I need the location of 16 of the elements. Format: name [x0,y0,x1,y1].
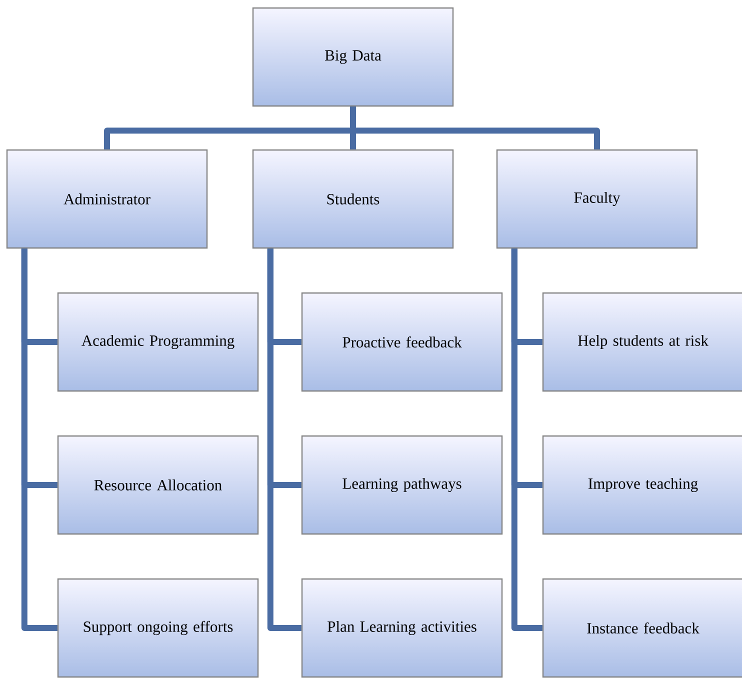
box: Plan Learning activities [301,578,503,678]
box: Faculty [496,149,698,249]
connector-line [21,248,58,631]
connector-line [267,248,302,631]
box: Academic Programming [57,292,259,392]
box: Big Data [252,7,454,107]
connector-line [350,106,600,150]
box: Learning pathways [301,435,503,535]
box: Help students at risk [542,292,742,392]
box: Resource Allocation [57,435,259,535]
box: Improve teaching [542,435,742,535]
box: Proactive feedback [301,292,503,392]
box: Support ongoing efforts [57,578,259,678]
box: Administrator [6,149,208,249]
box: Students [252,149,454,249]
box: Instance feedback [542,578,742,678]
